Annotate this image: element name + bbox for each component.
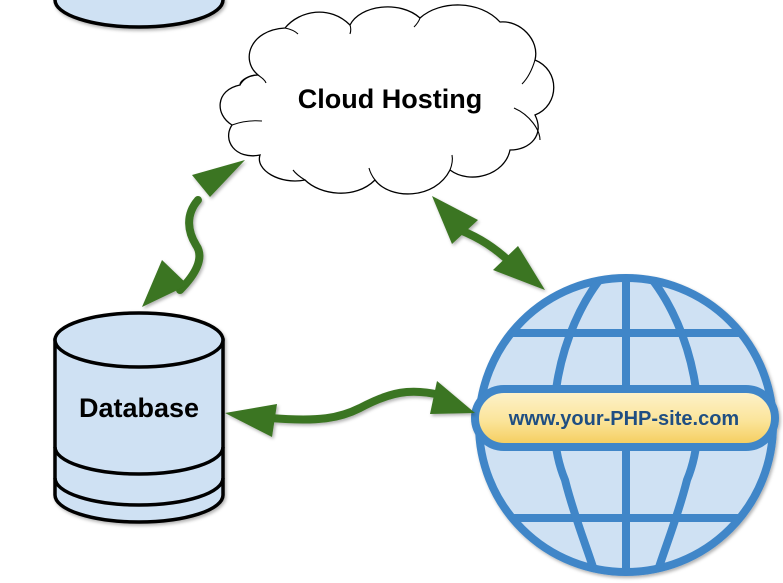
cloud-node: Cloud Hosting (219, 4, 555, 195)
arrow-database-website (225, 381, 475, 437)
globe-icon (471, 274, 779, 576)
database-node (53, 0, 225, 524)
cloud-label: Cloud Hosting (298, 84, 482, 114)
cloud-detail (368, 167, 376, 181)
website-node: www.your-PHP-site.com (471, 274, 779, 576)
cloud-detail (284, 27, 299, 35)
website-url-label: www.your-PHP-site.com (508, 408, 739, 430)
arrow-cloud-website (432, 196, 545, 290)
arrowhead-left-icon (225, 404, 277, 437)
arrowhead-up-icon (432, 196, 478, 244)
arrowhead-right-icon (430, 381, 475, 414)
database-label: Database (79, 393, 199, 423)
cloud-detail (449, 154, 453, 171)
cloud-icon (219, 4, 555, 195)
database-icon (53, 0, 225, 524)
arrowhead-down-icon (142, 260, 188, 307)
cloud-detail (292, 169, 306, 181)
cloud-detail (413, 17, 421, 28)
arrow-cloud-database (142, 160, 245, 307)
cloud-detail (239, 74, 259, 86)
cloud-detail (231, 120, 263, 126)
cloud-detail (349, 24, 352, 35)
arrowhead-up-icon (192, 160, 245, 197)
cloud-detail (513, 107, 541, 141)
cloud-detail (521, 59, 536, 85)
arrowhead-down-icon (493, 246, 545, 290)
cloud-detail (257, 74, 267, 84)
